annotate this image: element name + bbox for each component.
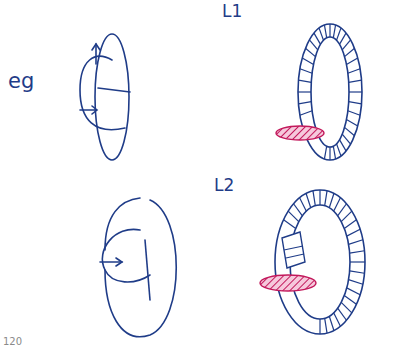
link-l2	[100, 198, 176, 337]
example-note: eg	[8, 70, 34, 93]
band-tick	[294, 204, 303, 216]
band-tick	[334, 313, 341, 326]
band-tick	[349, 240, 363, 245]
band-tick	[314, 33, 321, 44]
link-label: L2	[214, 176, 234, 195]
band-tick	[298, 102, 311, 104]
band-tick	[300, 111, 312, 115]
band-tick	[300, 198, 307, 211]
band-tick	[324, 25, 326, 38]
band-tick	[347, 288, 360, 295]
band-tick	[288, 211, 299, 222]
band-tick	[342, 40, 350, 50]
link-label: L1	[222, 2, 242, 21]
band-tick	[334, 198, 341, 211]
band-tick	[305, 48, 315, 56]
band-tick	[349, 102, 362, 104]
band-tick	[309, 40, 317, 50]
band-tick	[333, 25, 335, 38]
band-tick	[319, 190, 320, 205]
band-tick	[319, 319, 320, 334]
band-tick	[340, 140, 347, 151]
band-tick	[329, 194, 334, 208]
band-tick	[313, 191, 315, 206]
band-tick	[341, 302, 352, 313]
band-tick	[338, 204, 347, 216]
band-tick	[340, 33, 347, 44]
band-tick	[284, 220, 296, 229]
band-tick	[338, 308, 347, 320]
seifert-surface-l1	[276, 24, 362, 160]
link-l1	[80, 34, 130, 160]
band-tick	[349, 280, 363, 285]
band-tick	[342, 134, 350, 144]
band-tick	[345, 48, 355, 56]
band-tick	[324, 146, 326, 159]
band-tick	[325, 191, 327, 206]
page-number: 120	[3, 336, 22, 347]
band-tick	[325, 318, 327, 333]
band-tick	[350, 261, 365, 262]
band-tick	[348, 69, 360, 73]
band-tick	[300, 69, 312, 73]
band-tick	[348, 111, 360, 115]
band-tick	[344, 220, 356, 229]
band-tick	[344, 296, 356, 305]
band-tick	[347, 229, 360, 236]
band-tick	[329, 316, 334, 330]
band-tick	[336, 144, 340, 156]
band-tick	[349, 80, 362, 82]
band-tick	[350, 251, 365, 253]
band-tick	[302, 58, 313, 65]
band-tick	[306, 194, 311, 208]
band-tick	[336, 28, 340, 40]
band-tick	[333, 146, 335, 159]
band-tick	[319, 28, 323, 40]
band-tick	[298, 91, 311, 92]
band-tick	[345, 127, 355, 135]
band-tick	[346, 120, 357, 127]
band-tick	[298, 80, 311, 82]
seifert-surface-l2	[260, 190, 365, 334]
band-tick	[346, 58, 357, 65]
band-tick	[341, 211, 352, 222]
band-tick	[350, 271, 365, 273]
band-tick	[329, 147, 330, 160]
band-tick	[329, 24, 330, 37]
band-tick	[349, 91, 362, 92]
